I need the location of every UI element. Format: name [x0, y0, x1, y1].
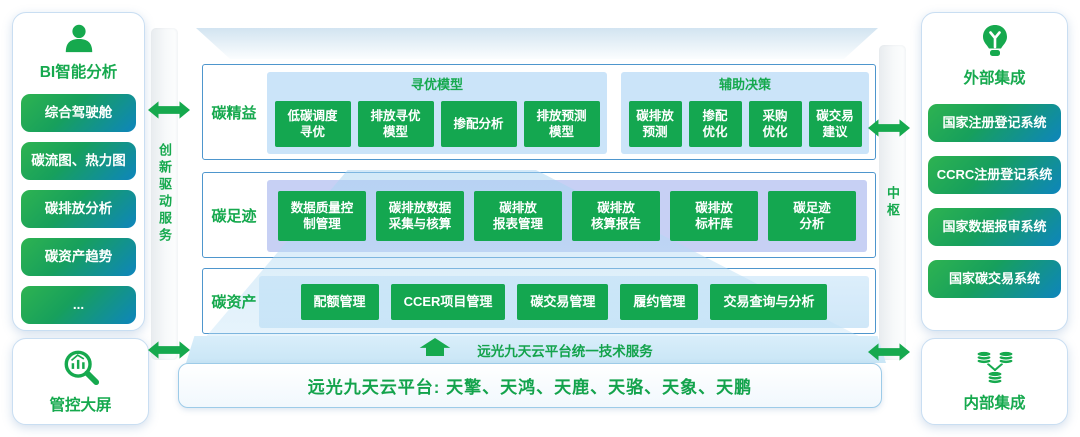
ext-ccrc-registry-system[interactable]: CCRC注册登记系统 [928, 156, 1061, 194]
module-emission-optimize-model[interactable]: 排放寻优 模型 [357, 101, 434, 147]
group-asset-modules: 配额管理 CCER项目管理 碳交易管理 履约管理 交易查询与分析 [259, 276, 869, 328]
row-carbon-footprint: 碳足迹 数据质量控 制管理 碳排放数据 采集与核算 碳排放 报表管理 碳排放 核… [202, 172, 876, 258]
bi-item-emission-analysis[interactable]: 碳排放分析 [21, 190, 136, 228]
bi-item-more[interactable]: ... [21, 286, 136, 324]
top-prism-shape [196, 28, 878, 59]
group-decision-support: 辅助决策 碳排放 预测 掺配 优化 采购 优化 碳交易 建议 [621, 72, 869, 154]
row-footprint-label: 碳足迹 [211, 207, 257, 225]
external-panel-title: 外部集成 [963, 70, 1026, 87]
ext-national-data-review-system[interactable]: 国家数据报审系统 [928, 208, 1061, 246]
right-top-double-arrow-icon [868, 118, 910, 138]
module-emission-report-management[interactable]: 碳排放 报表管理 [474, 191, 562, 241]
module-emission-accounting-report[interactable]: 碳排放 核算报告 [572, 191, 660, 241]
bi-analysis-panel: BI智能分析 综合驾驶舱 碳流图、热力图 碳排放分析 碳资产趋势 ... [12, 12, 145, 331]
left-top-double-arrow-icon [148, 100, 190, 120]
module-procurement-optimization[interactable]: 采购 优化 [748, 101, 802, 147]
group-decision-title: 辅助决策 [718, 76, 771, 92]
database-network-icon [973, 350, 1017, 389]
asset-buttons: 配额管理 CCER项目管理 碳交易管理 履约管理 交易查询与分析 [259, 276, 869, 328]
external-button-stack: 国家注册登记系统 CCRC注册登记系统 国家数据报审系统 国家碳交易系统 [922, 104, 1067, 298]
module-emission-data-collection[interactable]: 碳排放数据 采集与核算 [376, 191, 464, 241]
module-blending-optimization[interactable]: 掺配 优化 [688, 101, 742, 147]
module-quota-management[interactable]: 配额管理 [300, 284, 379, 320]
module-data-quality-control[interactable]: 数据质量控 制管理 [278, 191, 366, 241]
bi-item-asset-trend[interactable]: 碳资产趋势 [21, 238, 136, 276]
module-carbon-trade-management[interactable]: 碳交易管理 [517, 284, 609, 320]
person-icon [62, 23, 96, 58]
bi-button-stack: 综合驾驶舱 碳流图、热力图 碳排放分析 碳资产趋势 ... [13, 94, 144, 324]
up-arrow-icon [419, 338, 451, 361]
row-carbon-lean: 碳精益 寻优模型 低碳调度 寻优 排放寻优 模型 掺配分析 排放预测 模型 辅助… [202, 64, 876, 160]
tech-service-label: 远光九天云平台统一技术服务 [477, 343, 653, 359]
platform-bar-label: 远光九天云平台: 天擎、天鸿、天鹿、天骆、天象、天鹏 [307, 378, 753, 397]
ext-national-carbon-trade-system[interactable]: 国家碳交易系统 [928, 260, 1061, 298]
row-lean-label: 碳精益 [211, 104, 257, 122]
module-low-carbon-dispatch[interactable]: 低碳调度 寻优 [274, 101, 351, 147]
external-integration-panel: 外部集成 国家注册登记系统 CCRC注册登记系统 国家数据报审系统 国家碳交易系… [921, 12, 1068, 331]
jiutian-cloud-platform-bar: 远光九天云平台: 天擎、天鸿、天鹿、天骆、天象、天鹏 [178, 363, 882, 408]
control-screen-panel: 管控大屏 [12, 338, 149, 425]
bi-item-cockpit[interactable]: 综合驾驶舱 [21, 94, 136, 132]
control-screen-title: 管控大屏 [49, 397, 112, 414]
module-trade-query-analysis[interactable]: 交易查询与分析 [710, 284, 828, 320]
right-ribbon-hub: 中枢 [879, 45, 906, 360]
footprint-buttons: 数据质量控 制管理 碳排放数据 采集与核算 碳排放 报表管理 碳排放 核算报告 … [267, 180, 867, 252]
module-ccer-project-management[interactable]: CCER项目管理 [390, 284, 506, 320]
module-footprint-analysis[interactable]: 碳足迹 分析 [768, 191, 856, 241]
module-emission-forecast-model[interactable]: 排放预测 模型 [523, 101, 600, 147]
decision-buttons: 碳排放 预测 掺配 优化 采购 优化 碳交易 建议 [621, 94, 869, 154]
row-asset-label: 碳资产 [211, 293, 257, 311]
magnifier-chart-icon [61, 348, 101, 391]
tech-service-band: 远光九天云平台统一技术服务 [186, 336, 886, 363]
module-emission-forecast[interactable]: 碳排放 预测 [628, 101, 682, 147]
bulb-icon [979, 23, 1011, 64]
bi-item-flow-heat-map[interactable]: 碳流图、热力图 [21, 142, 136, 180]
row-carbon-asset: 碳资产 配额管理 CCER项目管理 碳交易管理 履约管理 交易查询与分析 [202, 268, 876, 334]
bi-panel-title: BI智能分析 [39, 64, 118, 81]
left-ribbon-innovation-services: 创新驱动服务 [151, 28, 178, 360]
group-optimize-title: 寻优模型 [410, 76, 463, 92]
module-compliance-management[interactable]: 履约管理 [620, 284, 699, 320]
optimize-buttons: 低碳调度 寻优 排放寻优 模型 掺配分析 排放预测 模型 [267, 94, 607, 154]
left-bottom-double-arrow-icon [148, 340, 190, 360]
group-footprint-modules: 数据质量控 制管理 碳排放数据 采集与核算 碳排放 报表管理 碳排放 核算报告 … [267, 180, 867, 252]
module-trade-advice[interactable]: 碳交易 建议 [808, 101, 862, 147]
module-emission-benchmark-library[interactable]: 碳排放 标杆库 [670, 191, 758, 241]
right-ribbon-label: 中枢 [885, 185, 900, 220]
right-bottom-double-arrow-icon [868, 342, 910, 362]
group-optimization-models: 寻优模型 低碳调度 寻优 排放寻优 模型 掺配分析 排放预测 模型 [267, 72, 607, 154]
left-ribbon-label: 创新驱动服务 [157, 143, 172, 245]
internal-panel-title: 内部集成 [963, 395, 1026, 412]
internal-integration-panel: 内部集成 [921, 338, 1068, 425]
ext-national-registry-system[interactable]: 国家注册登记系统 [928, 104, 1061, 142]
module-blending-analysis[interactable]: 掺配分析 [440, 101, 517, 147]
